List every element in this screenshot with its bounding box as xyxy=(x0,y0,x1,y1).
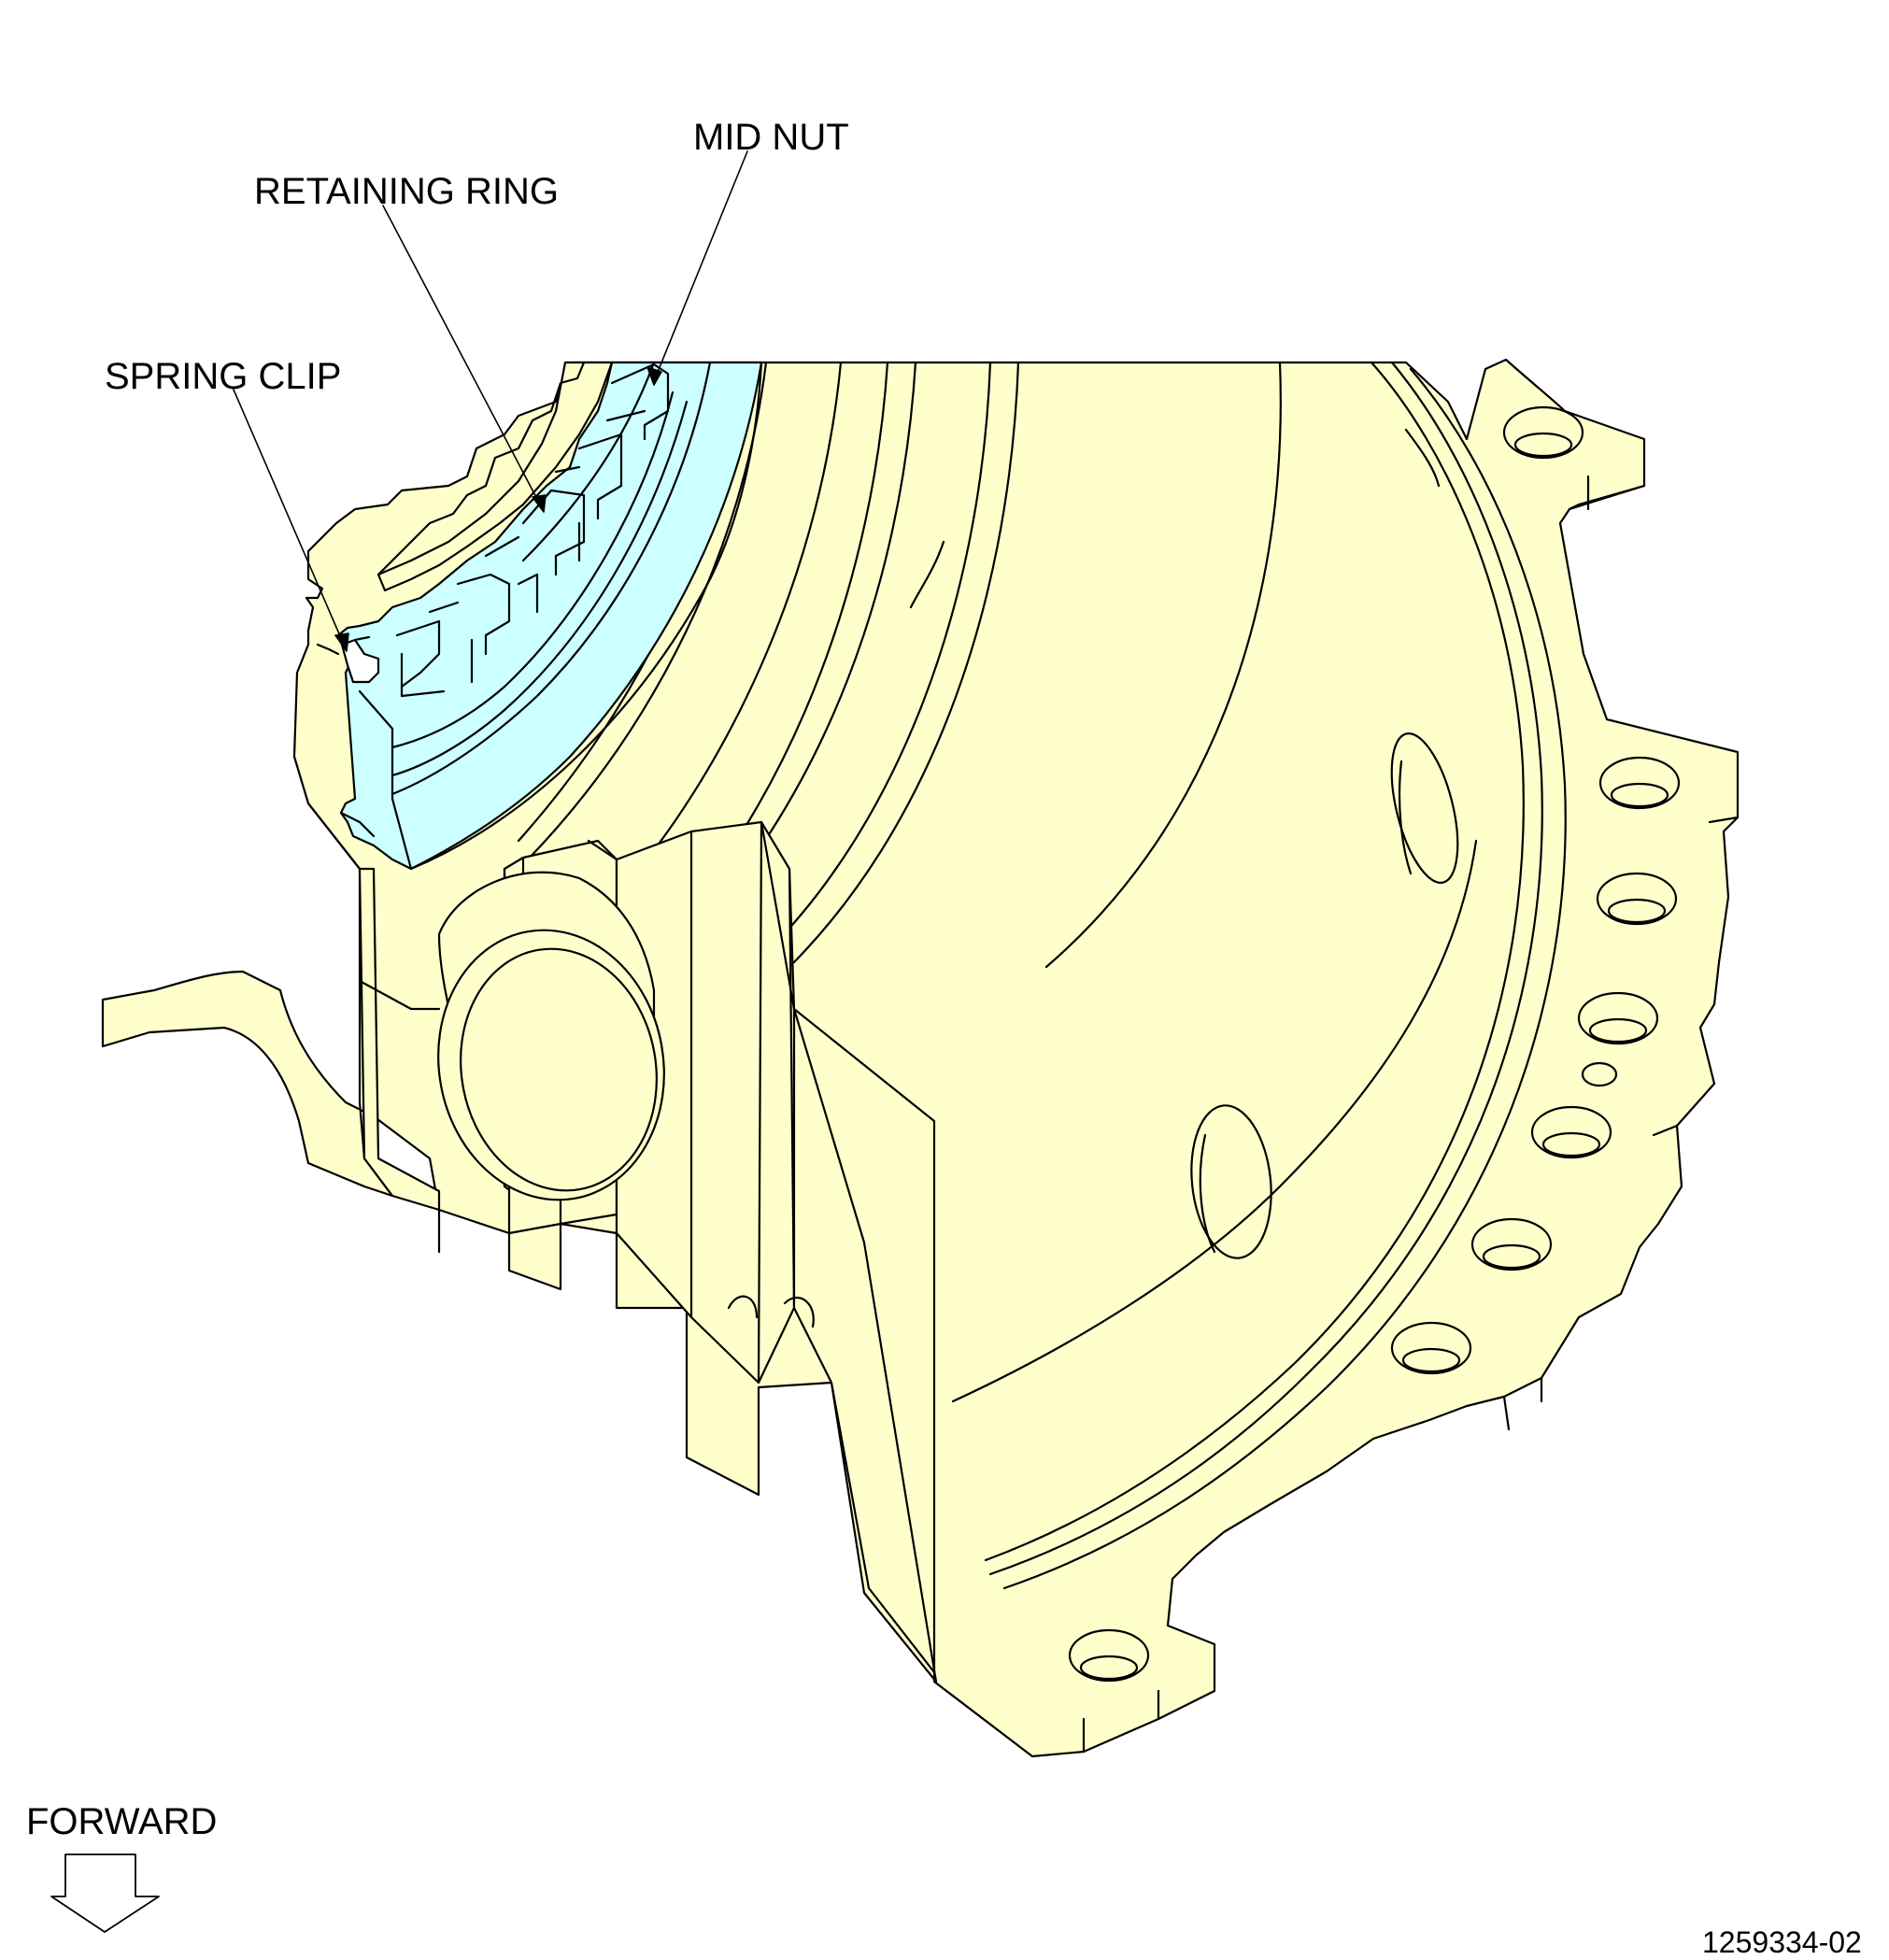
bolt-hole-6 xyxy=(1530,1105,1612,1159)
arc-band-11 xyxy=(988,361,1543,1576)
label-mid-nut: MID NUT xyxy=(693,117,849,158)
label-forward: FORWARD xyxy=(26,1801,217,1842)
inner-lip xyxy=(1404,428,1441,488)
flange-thickness-4 xyxy=(1652,1124,1679,1137)
left-web-3 xyxy=(358,979,441,1011)
bolt-hole-6-inner xyxy=(1541,1131,1601,1158)
bolt-hole-4 xyxy=(1577,991,1659,1045)
face-hole-1-edge xyxy=(1398,760,1413,875)
face-hole-2-edge xyxy=(1199,1133,1216,1254)
retaining-ring-band xyxy=(376,361,614,592)
leader-mid-nut xyxy=(653,150,748,382)
nut-face-2 xyxy=(391,400,689,777)
forward-arrow-icon xyxy=(50,1853,160,1933)
spring-clip xyxy=(316,635,380,684)
spring-clip-tab-2 xyxy=(353,635,371,642)
nut-slot-1 xyxy=(517,573,539,614)
nut-castellation-6 xyxy=(484,535,520,558)
bolt-hole-4-inner xyxy=(1588,1017,1648,1044)
face-hole-1 xyxy=(1390,732,1459,884)
nut-face-7 xyxy=(409,361,763,871)
nut-castellation-2 xyxy=(605,409,646,422)
arrowhead-spring-clip xyxy=(334,632,349,652)
retaining-ring-step-2 xyxy=(376,493,469,576)
bolt-hole-8 xyxy=(1390,1321,1472,1375)
housing xyxy=(101,358,1740,1758)
mid-nut-assembly xyxy=(336,361,763,871)
spring-clip-body xyxy=(340,638,380,684)
bolt-hole-3-inner xyxy=(1607,898,1667,924)
spring-clip-tab xyxy=(316,643,340,656)
bolt-hole-9-inner xyxy=(1079,1655,1139,1681)
flange-notch xyxy=(727,1295,759,1319)
flange-notch-2 xyxy=(783,1297,815,1328)
flange-thickness-1 xyxy=(1568,484,1646,511)
flange-thickness-6 xyxy=(1502,1395,1511,1431)
retaining-ring-step-1 xyxy=(465,361,586,497)
figure-id: 1259334-02 xyxy=(1702,1925,1862,1959)
leader-lines xyxy=(233,150,748,652)
arc-band-13 xyxy=(951,839,1478,1403)
arc-band-4 xyxy=(615,361,843,899)
bolt-hole-1-inner xyxy=(1513,432,1573,458)
nut-face-3 xyxy=(391,391,675,749)
bolt-hole-5 xyxy=(1581,1061,1618,1087)
left-web xyxy=(358,867,441,1212)
nut-castellation-5 xyxy=(521,489,586,576)
bolt-hole-2-inner xyxy=(1610,782,1669,808)
flange-block-9 xyxy=(788,867,796,1011)
bolt-hole-3 xyxy=(1596,872,1678,926)
front-face-edge xyxy=(792,1007,938,1683)
nut-castellation-4 xyxy=(554,465,581,474)
label-retaining-ring: RETAINING RING xyxy=(254,171,559,212)
arc-band-10 xyxy=(984,361,1525,1562)
arrowhead-retaining-ring xyxy=(532,494,547,513)
nut-face-6 xyxy=(339,811,376,838)
mid-nut-body xyxy=(336,361,763,871)
front-face-edge-2 xyxy=(760,820,796,1011)
leader-spring-clip xyxy=(233,389,345,646)
retaining-ring-outer xyxy=(521,361,656,562)
flange-block-7 xyxy=(757,820,763,1385)
bolt-hole-2 xyxy=(1598,756,1681,810)
nut-castellation-9 xyxy=(395,619,441,689)
arc-band-9 xyxy=(1044,361,1282,969)
inner-lip-2 xyxy=(909,540,945,609)
flange-thickness-3 xyxy=(1708,816,1740,824)
flange-block-8 xyxy=(587,839,618,861)
bolt-holes xyxy=(1068,405,1681,1683)
arrowhead-mid-nut xyxy=(646,366,662,386)
flange-block-3 xyxy=(792,1007,936,1674)
bolt-hole-7-inner xyxy=(1482,1243,1541,1270)
bolt-hole-9 xyxy=(1068,1628,1150,1683)
face-hole-2 xyxy=(1190,1104,1272,1259)
arc-band-12 xyxy=(1002,367,1567,1590)
label-spring-clip: SPRING CLIP xyxy=(105,356,341,397)
bolt-hole-1 xyxy=(1502,405,1584,460)
bolt-hole-8-inner xyxy=(1401,1347,1461,1373)
nut-castellation-3 xyxy=(577,433,623,520)
nut-castellation-7 xyxy=(456,573,511,656)
leader-retaining-ring xyxy=(382,205,541,505)
bore-inner xyxy=(460,947,658,1192)
arc-band-8 xyxy=(788,361,1020,969)
nut-castellation-8 xyxy=(428,601,460,614)
nut-face-4 xyxy=(391,727,413,871)
nut-castellation-10 xyxy=(400,652,446,698)
nut-face-5 xyxy=(358,689,394,731)
bolt-hole-7 xyxy=(1470,1217,1553,1271)
retaining-ring xyxy=(376,361,656,592)
nut-face-1 xyxy=(391,361,712,796)
left-web-2 xyxy=(306,802,362,871)
arc-band-7 xyxy=(764,361,992,955)
